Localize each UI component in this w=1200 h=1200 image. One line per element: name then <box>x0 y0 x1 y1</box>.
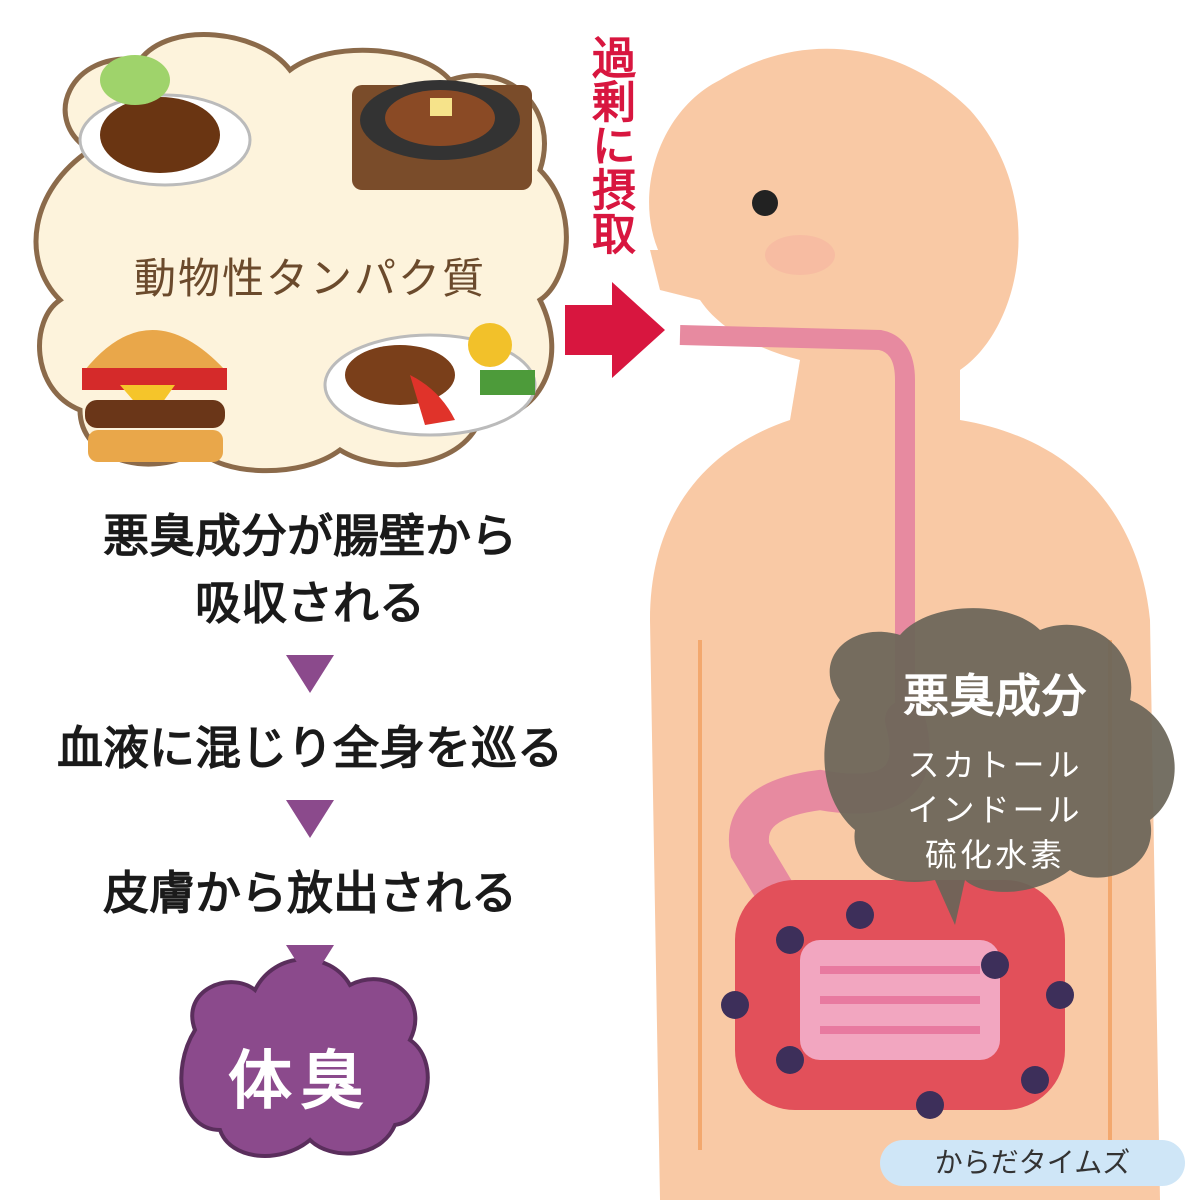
smell-item: 硫化水素 <box>924 836 1065 874</box>
smell-item: インドール <box>907 791 1083 829</box>
steak-icon <box>352 80 532 190</box>
smell-cloud <box>824 608 1175 925</box>
eye <box>752 190 778 216</box>
human-body <box>649 48 1160 1200</box>
down-triangle-icon <box>286 945 334 983</box>
intake-arrow <box>565 282 665 378</box>
step-absorbed-line1: 悪臭成分が腸壁から <box>103 509 517 563</box>
cheek <box>765 235 835 275</box>
down-triangle-icon <box>286 800 334 838</box>
down-triangle-icon <box>286 655 334 693</box>
smell-cloud-title: 悪臭成分 <box>903 669 1087 723</box>
menchi-katsu-icon <box>78 55 252 187</box>
step-blood: 血液に混じり全身を巡る <box>57 721 563 775</box>
result-cloud <box>179 957 430 1158</box>
food-cloud-title: 動物性タンパク質 <box>133 254 486 303</box>
step-skin: 皮膚から放出される <box>103 866 517 920</box>
result-label: 体臭 <box>228 1045 372 1119</box>
watermark-badge: からだタイムズ <box>880 1140 1185 1186</box>
hamburg-steak-icon <box>323 323 537 437</box>
bacteria-icons <box>721 901 1074 1119</box>
smell-item: スカトール <box>907 746 1083 784</box>
hamburger-icon <box>82 330 227 462</box>
intake-label: 過剰に摂取 <box>584 35 635 255</box>
step-absorbed-line2: 吸収される <box>195 576 425 630</box>
esophagus <box>679 325 915 720</box>
